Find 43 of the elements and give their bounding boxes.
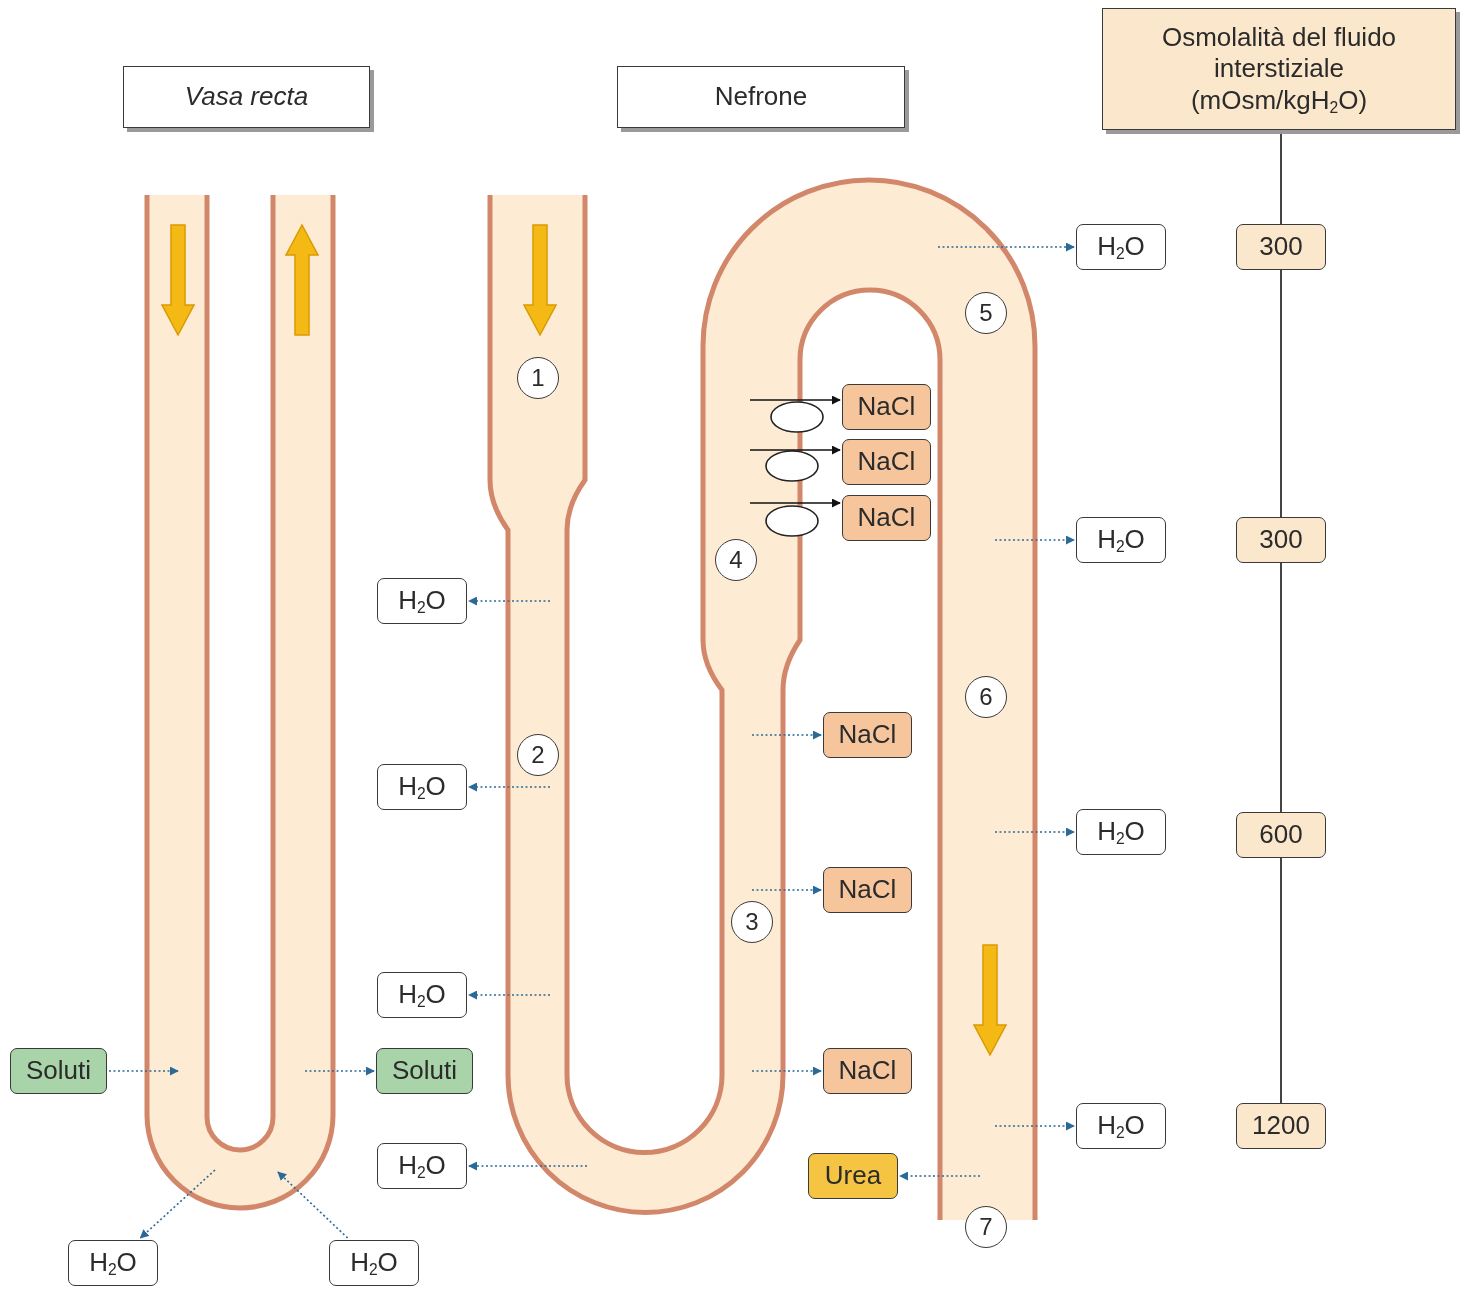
osmolality-value: 300 [1236, 517, 1326, 563]
substance-tag: NaCl [842, 495, 931, 541]
dotted-arrow [277, 1171, 349, 1239]
dotted-arrow [899, 1171, 981, 1181]
dotted-arrow [468, 1161, 588, 1171]
substance-tag: H$_{2}$O [377, 764, 467, 810]
dotted-arrow [751, 730, 822, 740]
substance-tag: H$_{2}$O [1076, 809, 1166, 855]
dotted-arrow [108, 1066, 179, 1076]
substance-tag: H$_{2}$O [377, 578, 467, 624]
substance-tag: H$_{2}$O [377, 972, 467, 1018]
osmolality-value: 300 [1236, 224, 1326, 270]
transport-arrow [749, 395, 841, 405]
substance-tag: H$_{2}$O [377, 1143, 467, 1189]
substance-tag: Soluti [376, 1048, 473, 1094]
step-number: 7 [965, 1206, 1007, 1248]
dotted-arrow [751, 1066, 822, 1076]
substance-tag: H$_{2}$O [1076, 517, 1166, 563]
dotted-arrow [994, 827, 1075, 837]
dotted-arrow [937, 242, 1075, 252]
dotted-arrow [139, 1169, 216, 1239]
substance-tag: NaCl [823, 1048, 912, 1094]
substance-tag: NaCl [842, 439, 931, 485]
substance-tag: NaCl [842, 384, 931, 430]
dotted-arrow [468, 596, 551, 606]
vasa-recta-tube [144, 193, 336, 1213]
dotted-arrow [304, 1066, 375, 1076]
transport-arrow [749, 498, 841, 508]
dotted-arrow [994, 535, 1075, 545]
substance-tag: Soluti [10, 1048, 107, 1094]
dotted-arrow [994, 1121, 1075, 1131]
substance-tag: H$_{2}$O [68, 1240, 158, 1286]
substance-tag: NaCl [823, 712, 912, 758]
dotted-arrow [468, 990, 551, 1000]
substance-tag: H$_{2}$O [329, 1240, 419, 1286]
osmolality-value: 600 [1236, 812, 1326, 858]
substance-tag: NaCl [823, 867, 912, 913]
dotted-arrow [468, 782, 551, 792]
osmolality-value: 1200 [1236, 1103, 1326, 1149]
substance-tag: H$_{2}$O [1076, 1103, 1166, 1149]
substance-tag: Urea [808, 1153, 898, 1199]
substance-tag: H$_{2}$O [1076, 224, 1166, 270]
dotted-arrow [751, 885, 822, 895]
